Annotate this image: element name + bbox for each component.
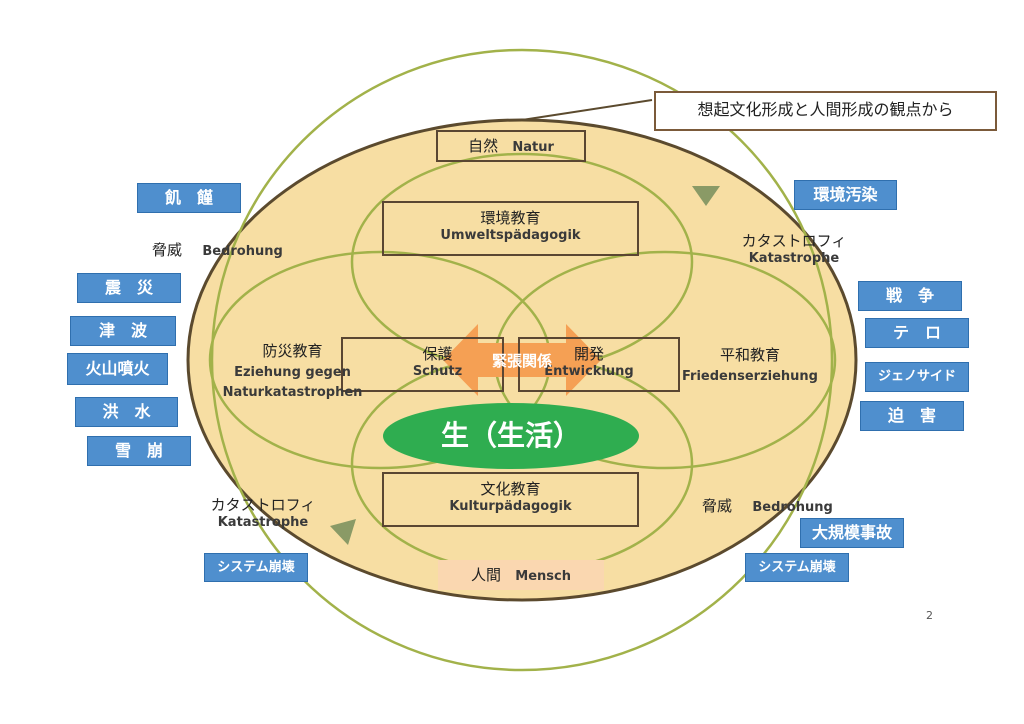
environment-education-jp: 環境教育 [480, 209, 541, 227]
left-item-famine: 飢 饉 [137, 183, 241, 213]
right-item-war: 戦 争 [858, 281, 962, 311]
heading-connector [521, 99, 653, 121]
page-number: 2 [926, 609, 933, 622]
bottom-left-system-collapse: システム崩壊 [204, 553, 308, 582]
environment-education-box: 環境教育 Umweltspädagogik [382, 201, 639, 256]
peace-education: 平和教育 Friedenserziehung [672, 346, 828, 385]
threat-bottom-right: 脅威 Bedrohung [702, 495, 862, 516]
threat-bottom-right-jp: 脅威 [702, 497, 733, 515]
right-item-pollution: 環境汚染 [794, 180, 897, 210]
right-item-persecution: 迫 害 [860, 401, 964, 431]
culture-education-box: 文化教育 Kulturpädagogik [382, 472, 639, 527]
nature-de: Natur [512, 140, 554, 155]
center-ellipse [383, 403, 639, 469]
development-de: Entwicklung [544, 364, 634, 379]
tension-arrow-right-icon [547, 324, 601, 396]
protection-box: 保護 Schutz [341, 337, 504, 392]
catastrophe-top-right: カタストロフィ Katastrophe [724, 232, 864, 267]
bottom-right-system-collapse: システム崩壊 [745, 553, 849, 582]
disaster-education-de2: Naturkatastrophen [222, 385, 363, 400]
cycle-arrow-top-icon [692, 186, 720, 206]
right-item-genocide: ジェノサイド [865, 362, 969, 392]
human-jp: 人間 [470, 566, 501, 584]
left-item-earthquake: 震 災 [77, 273, 181, 303]
cycle-arrow-bottom-icon [330, 519, 356, 545]
catastrophe-top-right-jp: カタストロフィ [741, 232, 847, 250]
human-box: 人間 Mensch [438, 560, 604, 590]
catastrophe-bottom-left-de: Katastrophe [217, 514, 309, 530]
human-de: Mensch [515, 569, 572, 584]
heading-text: 想起文化形成と人間形成の観点から [697, 100, 954, 119]
left-item-tsunami: 津 波 [70, 316, 176, 346]
protection-jp: 保護 [422, 345, 453, 363]
threat-top-left: 脅威 Bedrohung [152, 239, 312, 260]
development-box: 開発 Entwicklung [518, 337, 680, 392]
threat-top-left-de: Bedrohung [202, 244, 283, 259]
peace-education-de: Friedenserziehung [682, 368, 818, 384]
environment-education-de: Umweltspädagogik [440, 228, 581, 243]
left-item-avalanche: 雪 崩 [87, 436, 191, 466]
threat-top-left-jp: 脅威 [152, 241, 183, 259]
culture-education-jp: 文化教育 [480, 480, 541, 498]
development-jp: 開発 [573, 345, 604, 363]
disaster-education: 防災教育 Eziehung gegen Naturkatastrophen [205, 342, 380, 401]
bottom-right-major-accident: 大規模事故 [800, 518, 904, 548]
heading-box: 想起文化形成と人間形成の観点から [654, 91, 997, 131]
catastrophe-top-right-de: Katastrophe [748, 250, 840, 266]
tension-arrow-left-icon [443, 324, 497, 396]
threat-bottom-right-de: Bedrohung [752, 500, 833, 515]
nature-jp: 自然 [468, 137, 499, 155]
culture-education-de: Kulturpädagogik [449, 499, 572, 514]
left-item-eruption: 火山噴火 [67, 353, 168, 385]
catastrophe-bottom-left: カタストロフィ Katastrophe [193, 496, 333, 531]
peace-education-jp: 平和教育 [719, 346, 780, 364]
disaster-education-jp: 防災教育 [262, 342, 323, 360]
disaster-education-de1: Eziehung gegen [234, 364, 351, 380]
protection-de: Schutz [412, 364, 463, 379]
nature-box: 自然 Natur [436, 130, 586, 162]
tension-label: 緊張関係 [491, 352, 552, 370]
catastrophe-bottom-left-jp: カタストロフィ [210, 496, 316, 514]
right-item-terror: テ ロ [865, 318, 969, 348]
center-label: 生（生活） [440, 419, 581, 452]
left-item-flood: 洪 水 [75, 397, 178, 427]
